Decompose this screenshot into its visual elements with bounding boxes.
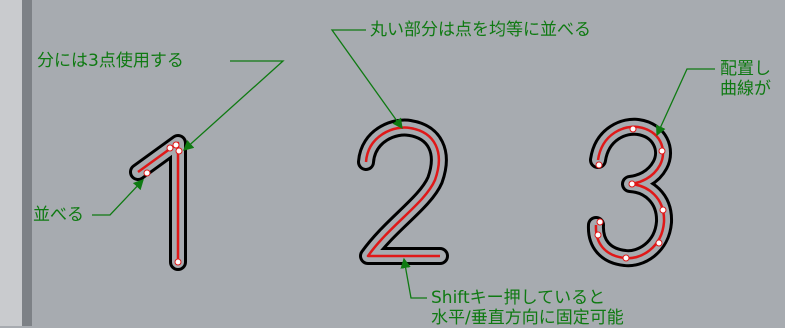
- annotation-left-bottom: 並べる: [33, 205, 84, 225]
- annotation-top-right-2: 曲線が: [720, 79, 771, 99]
- control-point[interactable]: [658, 147, 666, 155]
- control-point[interactable]: [172, 141, 180, 149]
- control-point[interactable]: [628, 180, 636, 188]
- glyph-two[interactable]: [357, 118, 449, 265]
- panel-divider[interactable]: [22, 0, 32, 326]
- control-point[interactable]: [594, 231, 602, 239]
- annotation-bottom-center-2: 水平/垂直方向に固定可能: [431, 308, 624, 328]
- control-point[interactable]: [655, 239, 663, 247]
- annotation-top-center: 丸い部分は点を均等に並べる: [370, 20, 591, 40]
- control-point[interactable]: [622, 254, 630, 262]
- leader-line-bottom-center: [400, 257, 427, 299]
- control-point[interactable]: [174, 258, 182, 266]
- annotation-bottom-center-1: Shiftキー押していると: [431, 288, 606, 308]
- control-point[interactable]: [659, 206, 667, 214]
- control-point[interactable]: [175, 147, 183, 155]
- control-point[interactable]: [596, 218, 604, 226]
- leader-line-left-bottom: [92, 179, 144, 216]
- leader-line-left-top: [183, 60, 285, 151]
- annotation-left-top: 分には3点使用する: [37, 51, 184, 71]
- annotation-top-right-1: 配置し: [720, 59, 771, 79]
- control-point[interactable]: [166, 144, 174, 152]
- left-panel: [0, 0, 22, 326]
- control-point[interactable]: [595, 161, 603, 169]
- leader-line-top-right: [656, 68, 715, 137]
- control-point[interactable]: [143, 169, 151, 177]
- glyph-one[interactable]: [129, 134, 187, 271]
- leader-line-top-center: [330, 29, 403, 130]
- glyph-three[interactable]: [586, 117, 673, 268]
- control-point[interactable]: [629, 125, 637, 133]
